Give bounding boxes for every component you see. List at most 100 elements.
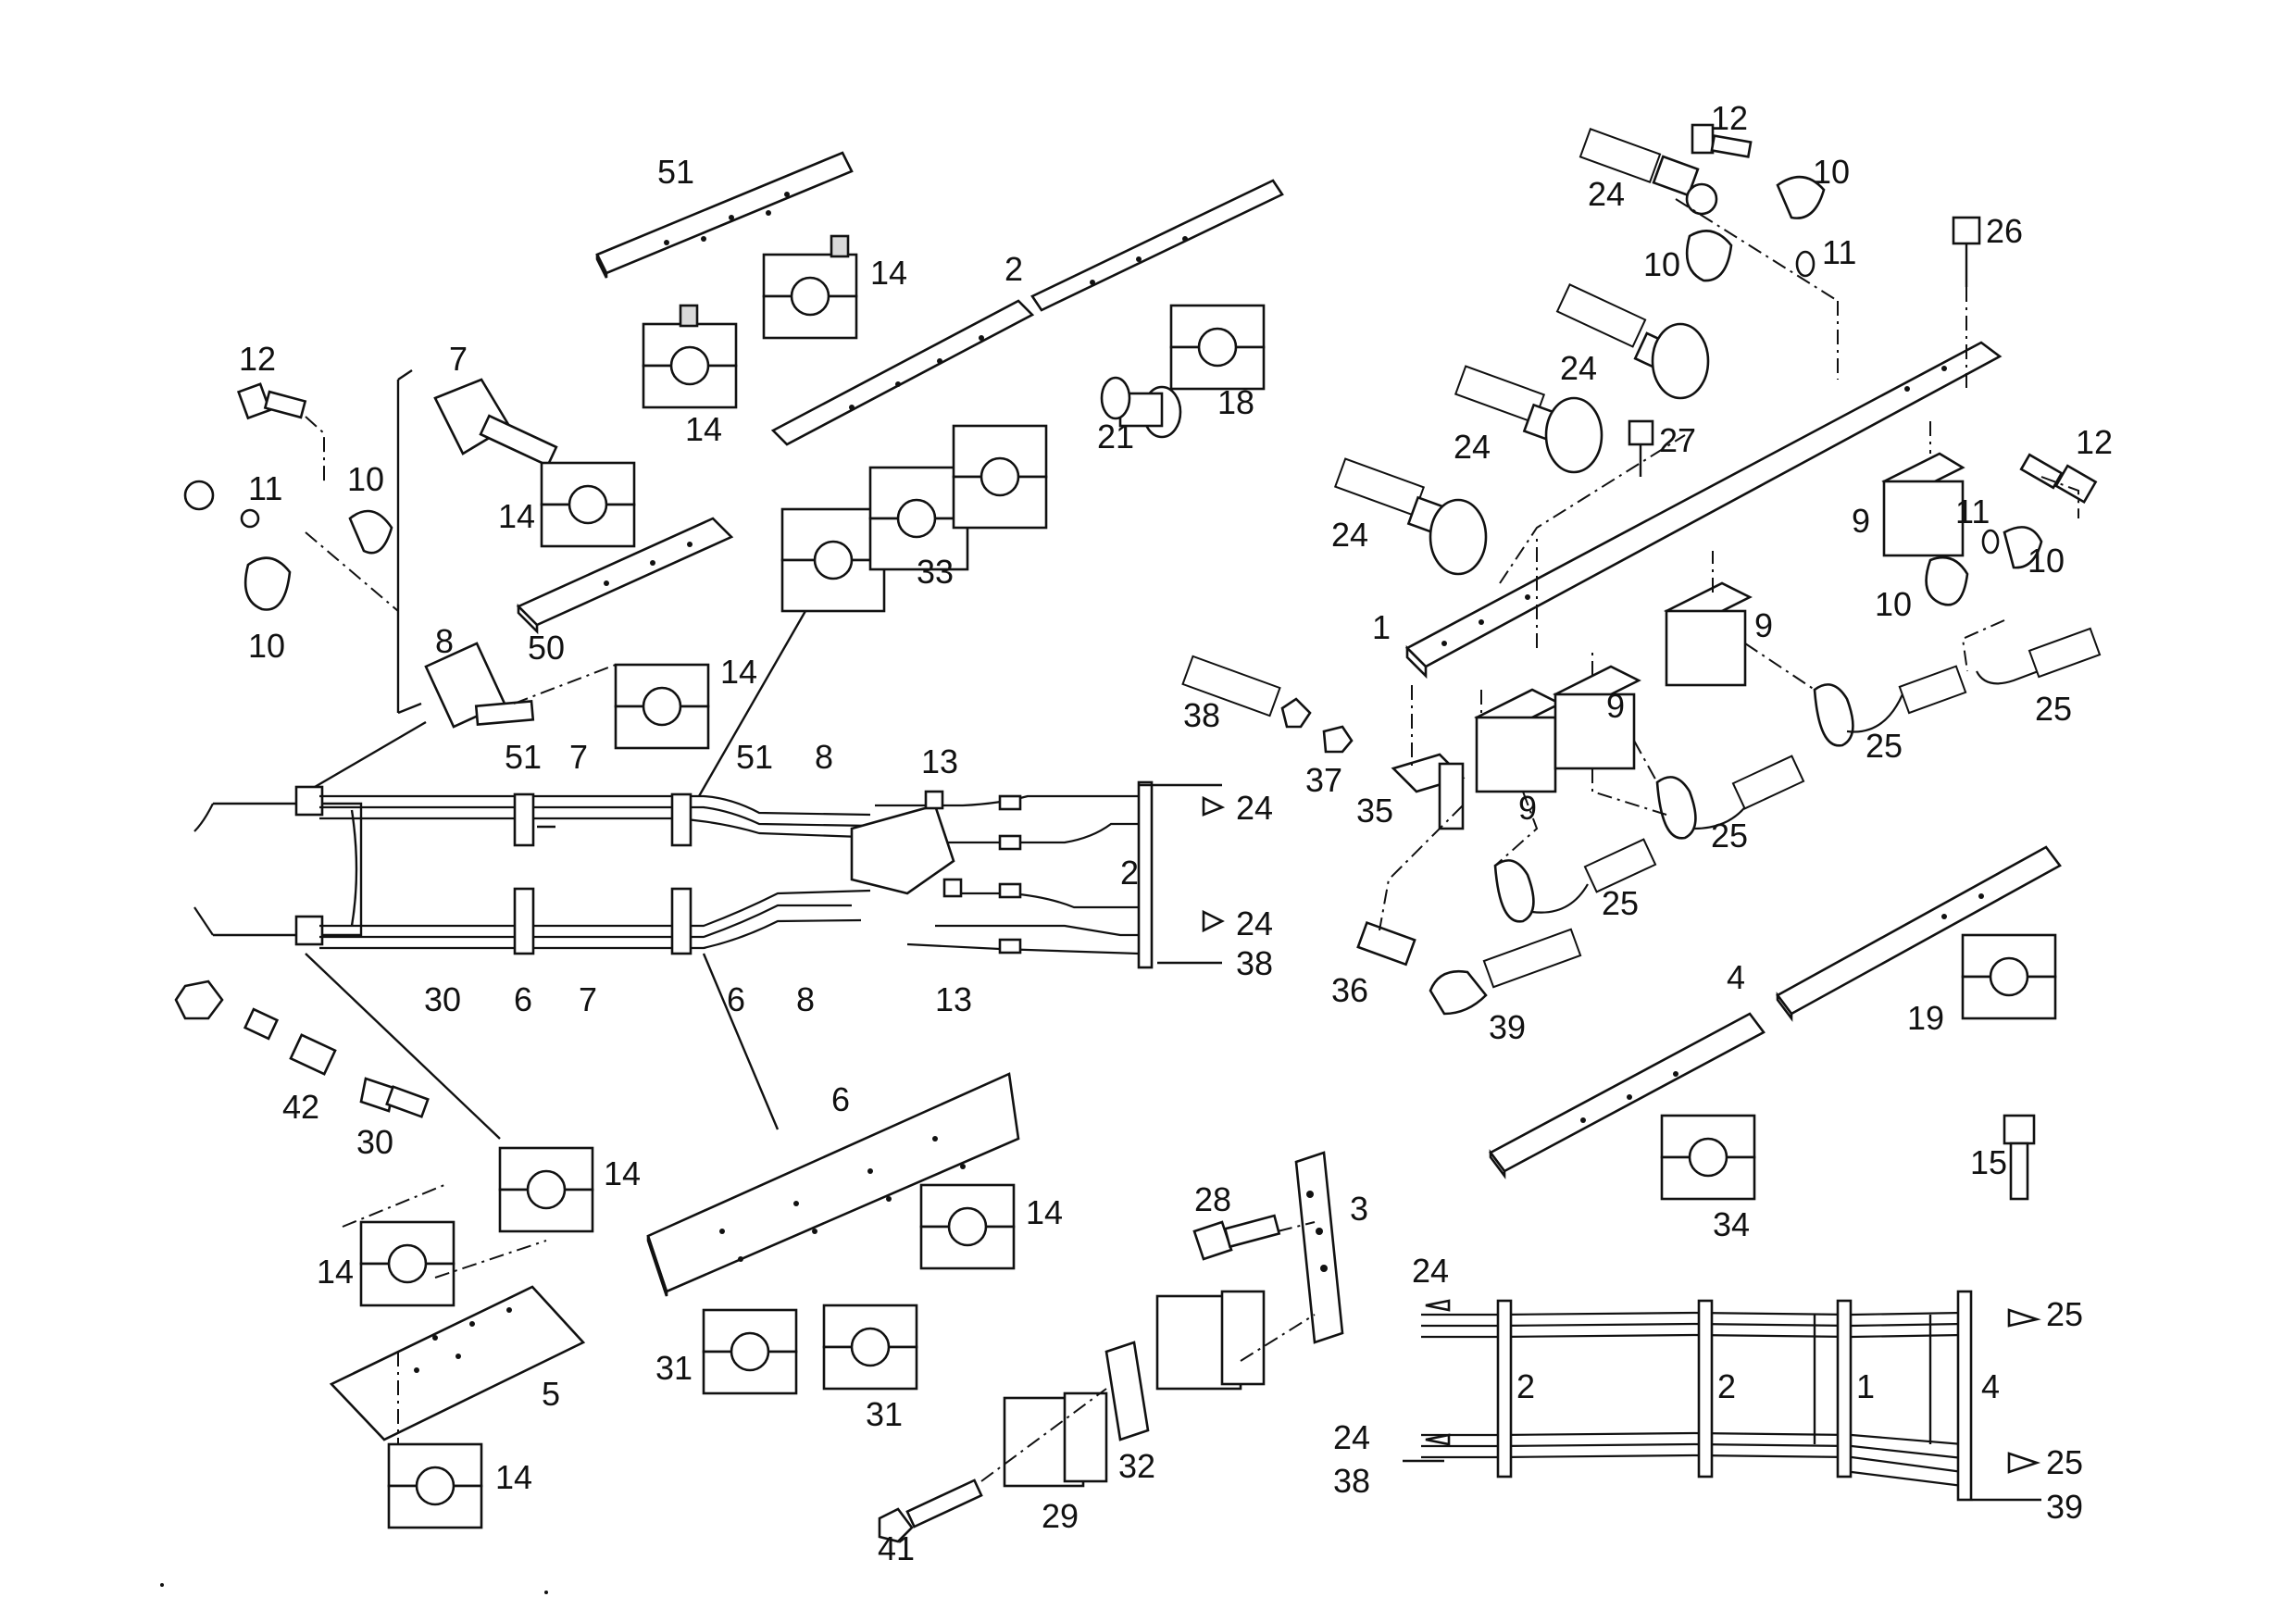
- label-24-right-c: 24: [1454, 428, 1491, 466]
- label-30-lower: 30: [356, 1123, 393, 1161]
- label-14-top-right: 14: [870, 254, 907, 292]
- label-12-right: 12: [2076, 423, 2113, 461]
- label-19: 19: [1907, 999, 1944, 1037]
- label-38-main: 38: [1236, 944, 1273, 982]
- clamp-33: [780, 424, 1048, 613]
- label-31-b: 31: [866, 1395, 903, 1433]
- label-1-right: 1: [1372, 608, 1391, 646]
- left-fitting-group: [183, 369, 734, 750]
- label-14-lower-center: 14: [1026, 1193, 1063, 1231]
- block-9-right: [1881, 452, 1965, 557]
- lower-center-group: [646, 1072, 1344, 1543]
- lower-right-assembly: [1403, 1290, 2041, 1502]
- label-6-main-a: 6: [514, 980, 532, 1018]
- label-7-main-bottom: 7: [579, 980, 597, 1018]
- label-25-lower-right-top: 25: [2046, 1295, 2083, 1333]
- label-37: 37: [1305, 761, 1342, 799]
- label-29: 29: [1042, 1497, 1079, 1535]
- label-39-right: 39: [1489, 1008, 1526, 1046]
- label-25-lower-right-bottom: 25: [2046, 1443, 2083, 1481]
- right-upper-group: [1181, 123, 2102, 1016]
- label-12-left: 12: [239, 340, 276, 378]
- clamp-14-b: [762, 234, 858, 340]
- label-24-main-top: 24: [1236, 789, 1273, 827]
- label-12-right-top: 12: [1711, 99, 1748, 137]
- label-34: 34: [1713, 1205, 1750, 1243]
- callout-labels: 51 14 14 2 18 21 33 12 7 10 11 10 14 8 5…: [239, 99, 2113, 1567]
- label-51-main-a: 51: [505, 738, 542, 776]
- block-9-lower-a: [1474, 688, 1563, 793]
- label-14-lower-left-c: 14: [495, 1458, 532, 1496]
- label-10-right-top: 10: [1813, 153, 1850, 191]
- label-36: 36: [1331, 971, 1368, 1009]
- label-24-lower-right-bottom: 24: [1333, 1418, 1370, 1456]
- label-8-main-top: 8: [815, 738, 833, 776]
- lower-left-group: [174, 979, 594, 1529]
- label-26: 26: [1986, 212, 2023, 250]
- label-14-lower-left-b: 14: [317, 1253, 354, 1291]
- label-30-main: 30: [424, 980, 461, 1018]
- label-2-top: 2: [1004, 250, 1023, 288]
- label-21: 21: [1097, 418, 1134, 455]
- label-14-lower-left-a: 14: [604, 1154, 641, 1192]
- label-51-main-b: 51: [736, 738, 773, 776]
- label-24-right-a: 24: [1588, 175, 1625, 213]
- label-9-lower-a: 9: [1518, 789, 1537, 827]
- label-27: 27: [1659, 421, 1696, 459]
- label-28: 28: [1194, 1180, 1231, 1218]
- label-41: 41: [878, 1529, 915, 1567]
- label-15: 15: [1970, 1143, 2007, 1181]
- label-9-lower-b: 9: [1606, 687, 1625, 725]
- label-4-bar: 4: [1727, 958, 1745, 996]
- clamp-18: [1169, 304, 1266, 391]
- label-7-top: 7: [449, 340, 468, 378]
- label-9-center: 9: [1754, 606, 1773, 644]
- label-14-left-lower: 14: [720, 653, 757, 691]
- block-9-lower-b: [1553, 665, 1641, 770]
- main-harness-assembly: [193, 610, 1226, 1140]
- label-1-lower-right: 1: [1856, 1367, 1875, 1405]
- label-51-top: 51: [657, 153, 694, 191]
- label-10-right-b: 10: [1875, 585, 1912, 623]
- label-50: 50: [528, 629, 565, 667]
- label-38-lower-right: 38: [1333, 1462, 1370, 1500]
- top-clamp-group: [595, 151, 1284, 613]
- label-39-lower-right: 39: [2046, 1488, 2083, 1526]
- label-10-right-mid: 10: [1643, 245, 1680, 283]
- label-14-left: 14: [498, 497, 535, 535]
- label-42: 42: [282, 1088, 319, 1126]
- label-8-left: 8: [435, 622, 454, 660]
- label-24-right-d: 24: [1331, 516, 1368, 554]
- label-25-c: 25: [1711, 817, 1748, 855]
- label-4-lower-right: 4: [1981, 1367, 2000, 1405]
- clamp-14-a: [642, 304, 738, 409]
- label-9-right-top: 9: [1852, 502, 1870, 540]
- label-31-a: 31: [655, 1349, 693, 1387]
- elbow-25-c: [1655, 755, 1805, 840]
- label-11-right: 11: [1955, 493, 1990, 530]
- label-6-lower: 6: [831, 1080, 850, 1118]
- label-35: 35: [1356, 792, 1393, 830]
- label-6-main-b: 6: [727, 980, 745, 1018]
- label-25-d: 25: [1602, 884, 1639, 922]
- elbow-25-b: [1976, 627, 2102, 685]
- label-3: 3: [1350, 1190, 1368, 1228]
- label-7-main-top: 7: [569, 738, 588, 776]
- label-11-left: 11: [248, 469, 282, 507]
- elbow-25-d: [1493, 838, 1657, 923]
- label-13-bottom: 13: [935, 980, 972, 1018]
- label-11-right-top: 11: [1822, 233, 1856, 271]
- label-18: 18: [1217, 383, 1254, 421]
- label-33: 33: [917, 553, 954, 591]
- label-24-right-b: 24: [1560, 349, 1597, 387]
- label-10-left-bottom: 10: [248, 627, 285, 665]
- label-10-right-a: 10: [2028, 542, 2065, 580]
- label-2-main: 2: [1120, 854, 1139, 892]
- right-bars-group: [1489, 845, 2062, 1201]
- label-25-b: 25: [2035, 690, 2072, 728]
- label-24-main-bottom: 24: [1236, 905, 1273, 942]
- label-5: 5: [542, 1375, 560, 1413]
- label-10-left-top: 10: [347, 460, 384, 498]
- label-24-lower-right-top: 24: [1412, 1252, 1449, 1290]
